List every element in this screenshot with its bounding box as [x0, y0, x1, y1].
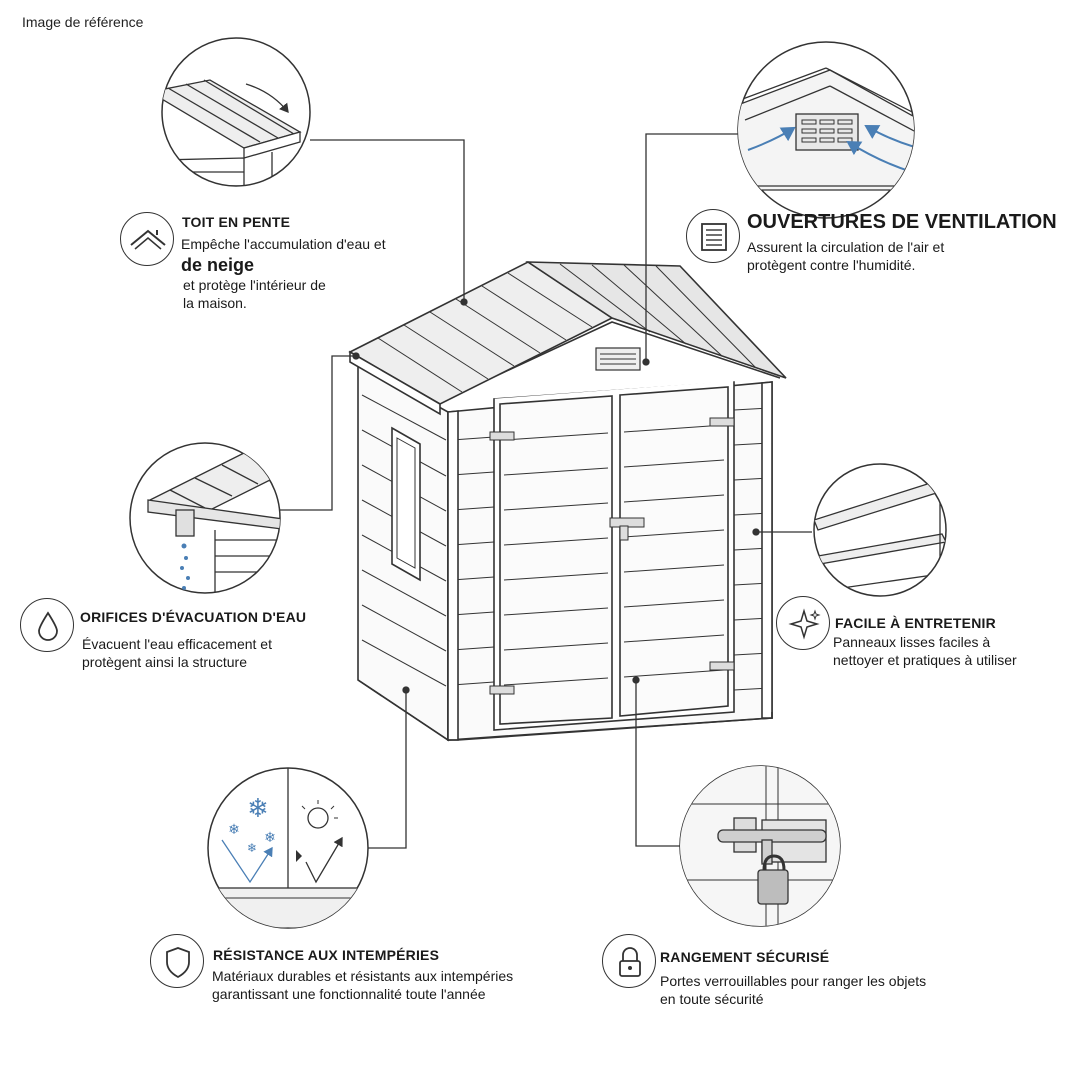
connector-lines	[280, 133, 812, 849]
feature-title-security: RANGEMENT SÉCURISÉ	[660, 949, 830, 965]
feature-title-roof: TOIT EN PENTE	[182, 214, 291, 230]
roof-detail-circle	[161, 37, 311, 187]
reference-label: Image de référence	[22, 14, 144, 30]
svg-text:❄: ❄	[247, 841, 257, 855]
feature-desc-security: Portes verrouillables pour ranger les ob…	[660, 973, 927, 1007]
gutter-detail-circle	[129, 442, 281, 594]
sparkle-icon	[776, 596, 830, 650]
feature-title-maintenance: FACILE À ENTRETENIR	[835, 615, 996, 631]
weather-detail-circle: ❄ ❄ ❄ ❄	[207, 767, 369, 929]
feature-desc-weather: Matériaux durables et résistants aux int…	[212, 968, 514, 1002]
house-roof-icon	[120, 212, 174, 266]
shed-drawing	[348, 261, 787, 742]
feature-desc-maintenance: Panneaux lisses faciles à nettoyer et pr…	[833, 634, 1017, 668]
feature-desc-roof-line3: et protège l'intérieur de	[183, 277, 326, 293]
feature-title-ventilation: OUVERTURES DE VENTILATION	[747, 211, 1057, 233]
feature-desc-roof-line4: la maison.	[183, 295, 247, 311]
feature-desc-roof-line1: Empêche l'accumulation d'eau et	[181, 236, 386, 252]
vent-grille-icon	[686, 209, 740, 263]
feature-desc-roof: Empêche l'accumulation d'eau et de neige…	[181, 235, 441, 312]
svg-text:❄: ❄	[264, 829, 276, 845]
water-drop-icon	[20, 598, 74, 652]
svg-text:❄: ❄	[247, 793, 269, 823]
feature-desc-ventilation: Assurent la circulation de l'air et prot…	[747, 239, 945, 273]
lock-detail-circle	[679, 765, 841, 927]
feature-title-weather: RÉSISTANCE AUX INTEMPÉRIES	[213, 947, 440, 963]
svg-text:❄: ❄	[228, 821, 240, 837]
ventilation-detail-circle	[737, 41, 915, 219]
panel-detail-circle	[813, 463, 947, 597]
padlock-icon	[602, 934, 656, 988]
feature-title-drainage: ORIFICES D'ÉVACUATION D'EAU	[80, 609, 307, 625]
feature-desc-drainage: Évacuent l'eau efficacement et protègent…	[82, 636, 272, 670]
feature-desc-roof-emphasis: de neige	[181, 255, 255, 275]
shield-icon	[150, 934, 204, 988]
